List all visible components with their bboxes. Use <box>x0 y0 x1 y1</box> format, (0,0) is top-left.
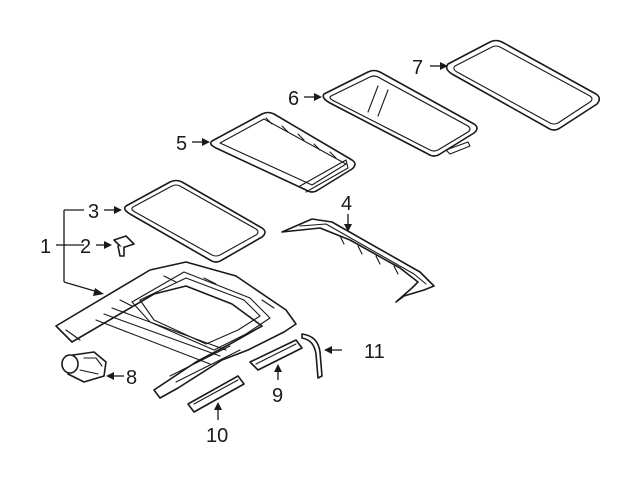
callout-2: 2 <box>80 236 91 258</box>
part-11-hose[interactable] <box>301 333 323 379</box>
callout-labels: 7 6 5 4 3 2 1 8 9 10 11 <box>40 57 423 447</box>
part-6-glass-panel[interactable] <box>322 69 478 157</box>
part-8-motor[interactable] <box>61 351 107 383</box>
part-3-seal[interactable] <box>123 179 266 263</box>
part-10-trim[interactable] <box>187 375 245 413</box>
part-9-trim[interactable] <box>249 339 303 371</box>
callout-4: 4 <box>341 193 352 215</box>
callout-5: 5 <box>176 133 187 155</box>
callout-7: 7 <box>412 57 423 79</box>
callout-11: 11 <box>364 341 385 363</box>
callout-8: 8 <box>126 367 137 389</box>
callout-3: 3 <box>88 201 99 223</box>
part-4-deflector[interactable] <box>281 218 435 303</box>
part-7-seal[interactable] <box>445 39 601 131</box>
leader-lines <box>56 62 448 420</box>
part-5-sunshade[interactable] <box>209 111 356 193</box>
callout-6: 6 <box>288 88 299 110</box>
part-1-frame-assembly[interactable] <box>55 261 297 399</box>
part-2-clip[interactable] <box>113 235 135 257</box>
callout-10: 10 <box>206 425 228 447</box>
callout-1: 1 <box>40 236 51 258</box>
callout-9: 9 <box>272 385 283 407</box>
